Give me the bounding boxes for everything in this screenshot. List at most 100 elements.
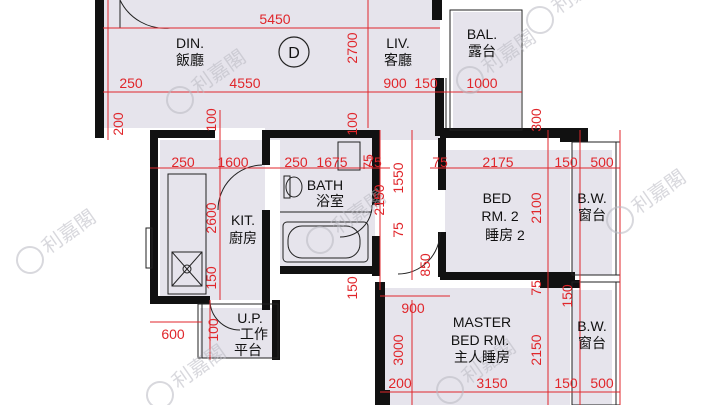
bw-bottom-label-zh: 窗台 bbox=[578, 335, 606, 351]
dim-master-right: 2150 bbox=[528, 334, 544, 365]
dim-bed2-top-right: 300 bbox=[528, 108, 544, 132]
dim-liv-right: 150 bbox=[414, 75, 438, 91]
wall-left-upper bbox=[95, 0, 104, 138]
wall-master-bottom-left bbox=[375, 390, 390, 405]
dim-master-top-side: 75 bbox=[528, 280, 544, 296]
dim-bw-width: 500 bbox=[590, 154, 614, 170]
dim-master-height: 3000 bbox=[390, 334, 406, 365]
balcony-outline bbox=[449, 9, 523, 131]
up-label-en: U.P. bbox=[237, 310, 262, 326]
wall-bed2-bottom bbox=[440, 272, 575, 280]
dim-up-width: 600 bbox=[161, 326, 185, 342]
dim-bed2-width: 2175 bbox=[482, 154, 513, 170]
dim-kit-top: 100 bbox=[203, 108, 219, 132]
dim-master-upper: 150 bbox=[559, 284, 575, 308]
watermark-6: 利嘉閣 bbox=[146, 340, 230, 405]
balcony-fill bbox=[453, 12, 521, 130]
watermark-3: 利嘉閣 bbox=[16, 205, 100, 274]
dim-kit-width: 1600 bbox=[217, 154, 248, 170]
sink-x2 bbox=[171, 251, 203, 287]
wall-master-top-right bbox=[540, 280, 580, 288]
up-label-zh2: 平台 bbox=[234, 342, 262, 358]
dim-bath-door: 75 bbox=[360, 154, 376, 170]
kitchen-counter bbox=[167, 173, 207, 295]
dim-corridor-gap: 75 bbox=[390, 222, 406, 238]
wall-bath-top bbox=[270, 130, 380, 138]
bw-bottom-label-en: B.W. bbox=[577, 318, 607, 334]
dim-din-left: 250 bbox=[119, 75, 143, 91]
dim-bath-height: 2150 bbox=[371, 184, 387, 215]
dim-wall-left: 200 bbox=[110, 112, 126, 136]
dim-bath-bottom: 150 bbox=[344, 276, 360, 300]
dimension-lines bbox=[103, 0, 621, 405]
kit-label-en: KIT. bbox=[231, 212, 255, 228]
unit-marker: D bbox=[288, 45, 300, 62]
dim-bal-width: 1000 bbox=[466, 75, 497, 91]
basin bbox=[337, 141, 361, 171]
master-label-rm: BED RM. bbox=[451, 332, 509, 348]
bath-label-en: BATH bbox=[307, 177, 343, 193]
bw-top-label-zh: 窗台 bbox=[578, 207, 606, 223]
liv-label-en: LIV. bbox=[386, 35, 410, 51]
liv-label-zh: 客廳 bbox=[384, 52, 412, 68]
wall-kitchen-right-lower bbox=[262, 210, 270, 310]
toilet bbox=[285, 176, 303, 198]
toilet-tank bbox=[283, 175, 291, 199]
kit-label-zh: 廚房 bbox=[229, 230, 257, 246]
wall-bed2-left-lower bbox=[438, 232, 446, 277]
dim-kit-sink-side: 150 bbox=[203, 266, 219, 290]
bed2-label-rm: RM. 2 bbox=[481, 208, 519, 224]
dim-master-top: 900 bbox=[401, 300, 425, 316]
bay-window-bottom-fill bbox=[572, 290, 612, 405]
wall-kitchen-left bbox=[150, 130, 158, 300]
master-label-zh: 主人睡房 bbox=[454, 349, 510, 365]
bedroom2-fill bbox=[445, 150, 570, 275]
kitchen-door-swing bbox=[217, 164, 263, 211]
dim-kit-left: 250 bbox=[171, 154, 195, 170]
room-labels: D DIN. 飯廳 LIV. 客廳 BAL. 露台 KIT. 廚房 BATH 浴… bbox=[176, 26, 607, 365]
dim-din-width: 5450 bbox=[259, 11, 290, 27]
wall-up-right bbox=[272, 300, 280, 360]
bed2-label-zh: 睡房 2 bbox=[485, 227, 525, 243]
bay-window-top-fill bbox=[572, 150, 612, 275]
wall-bed2-top bbox=[440, 128, 580, 138]
dim-master-side: 150 bbox=[554, 375, 578, 391]
wall-master-left bbox=[375, 282, 385, 405]
dim-master-left: 200 bbox=[388, 375, 412, 391]
dim-bed2-height: 2100 bbox=[528, 192, 544, 223]
dim-kit-height: 2600 bbox=[203, 202, 219, 233]
bw-top-label-en: B.W. bbox=[577, 190, 607, 206]
watermark-text-6: 利嘉閣 bbox=[168, 340, 230, 393]
bath-label-zh: 浴室 bbox=[316, 193, 344, 209]
dim-din-inner: 4550 bbox=[229, 75, 260, 91]
dim-bed2-side: 150 bbox=[554, 154, 578, 170]
wall-liv-right-a bbox=[435, 78, 444, 136]
bal-label-en: BAL. bbox=[467, 26, 497, 42]
master-label-en: MASTER bbox=[453, 314, 511, 330]
dim-master-width: 3150 bbox=[476, 375, 507, 391]
wall-bath-bottom bbox=[280, 266, 380, 274]
master-bedroom-fill bbox=[385, 288, 570, 405]
dim-liv-width: 900 bbox=[383, 75, 407, 91]
bed2-door-swing bbox=[397, 231, 441, 275]
watermark-text-5: 利嘉閣 bbox=[628, 165, 690, 218]
dim-corridor-height: 1550 bbox=[390, 162, 406, 193]
wall-bed2-top-right bbox=[560, 128, 588, 142]
bathtub-inner bbox=[287, 225, 361, 259]
dim-bed2-left: 75 bbox=[432, 154, 448, 170]
dim-bath-width: 1675 bbox=[316, 154, 347, 170]
bathtub bbox=[282, 221, 369, 263]
watermark-5: 利嘉閣 bbox=[606, 165, 690, 234]
dim-bed2-door: 850 bbox=[417, 253, 433, 277]
wall-kitchen-top bbox=[150, 130, 215, 138]
up-label-zh1: 工作 bbox=[240, 326, 268, 342]
dim-din-height: 2700 bbox=[344, 32, 360, 63]
bal-label-zh: 露台 bbox=[468, 43, 496, 59]
dim-bath-top: 100 bbox=[344, 112, 360, 136]
watermark-text-3: 利嘉閣 bbox=[38, 205, 100, 258]
dim-bath-left: 250 bbox=[284, 154, 308, 170]
wall-kitchen-right bbox=[262, 130, 270, 165]
wall-dining-right bbox=[432, 0, 442, 20]
dim-bath-right: 75 bbox=[366, 154, 382, 170]
